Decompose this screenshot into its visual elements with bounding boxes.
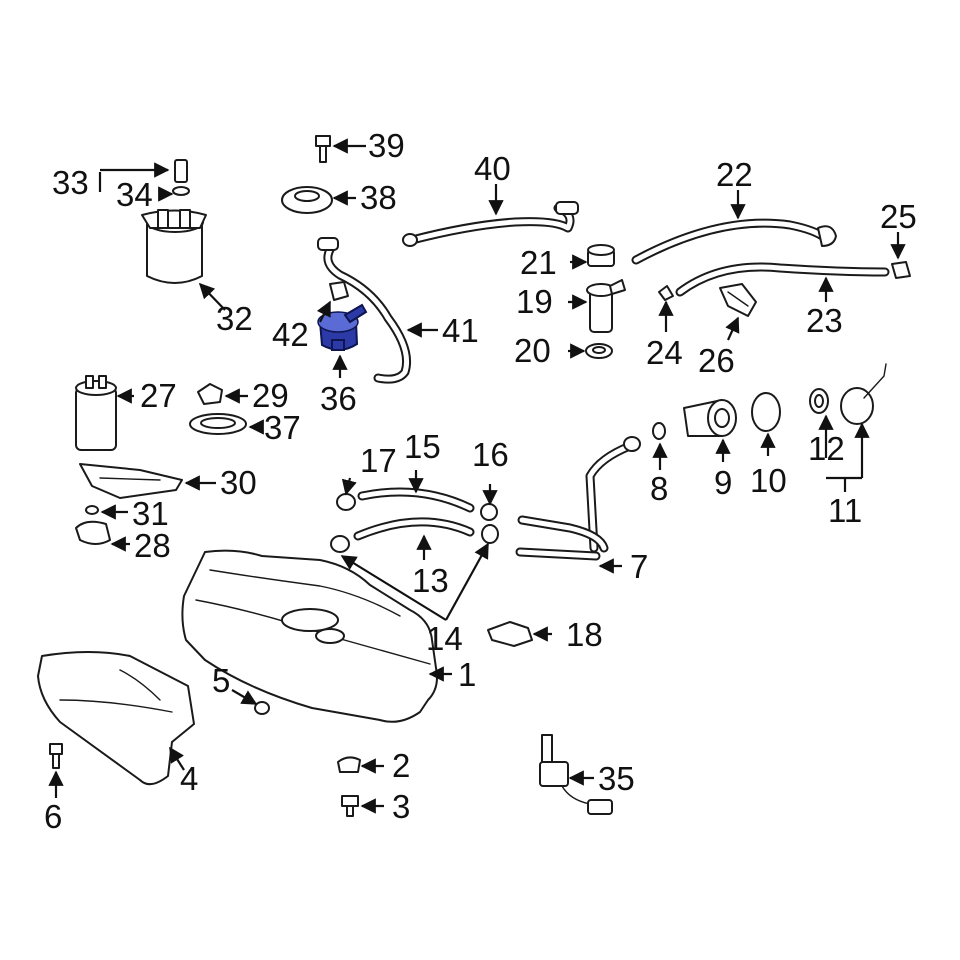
clip-25-part [891, 261, 911, 279]
callout-12: 12 [808, 430, 845, 467]
callout-34: 34 [116, 176, 153, 213]
callout-28: 28 [134, 527, 171, 564]
callout-9: 9 [714, 464, 732, 501]
callout-19: 19 [516, 283, 553, 320]
callout-24: 24 [646, 334, 683, 371]
callout-18: 18 [566, 616, 603, 653]
callout-37: 37 [264, 409, 301, 446]
callout-41: 41 [442, 312, 479, 349]
hose-15-part [357, 487, 475, 513]
hose-23-part [675, 262, 890, 297]
callout-5: 5 [212, 662, 230, 699]
bolt-3-part [341, 795, 359, 817]
callout-14: 14 [426, 620, 463, 657]
bracket-18-part [487, 621, 533, 647]
callout-32: 32 [216, 300, 253, 337]
bracket-26-part [719, 283, 757, 317]
oring-8-part [652, 422, 666, 440]
callout-25: 25 [880, 198, 917, 235]
callout-1: 1 [458, 656, 476, 693]
bolt-part [315, 135, 331, 163]
callout-36: 36 [320, 380, 357, 417]
leader-lines [48, 138, 906, 814]
callout-15: 15 [404, 428, 441, 465]
part-28 [75, 520, 111, 545]
callout-35: 35 [598, 760, 635, 797]
callout-30: 30 [220, 464, 257, 501]
callout-3: 3 [392, 788, 410, 825]
callout-4: 4 [180, 760, 198, 797]
callout-22: 22 [716, 156, 753, 193]
callout-33: 33 [52, 164, 89, 201]
callout-10: 10 [750, 462, 787, 499]
hose-13-part [353, 517, 475, 541]
valve-19-part [586, 279, 626, 333]
gasket-10-part [751, 392, 781, 432]
seal-12-part [809, 388, 829, 414]
filler-valve-9-part [683, 399, 737, 437]
callout-11: 11 [828, 492, 862, 529]
callout-39: 39 [368, 127, 405, 164]
callout-7: 7 [630, 548, 648, 585]
callout-2: 2 [392, 747, 410, 784]
clamps-part [330, 493, 499, 553]
fuel-tank-1-part [181, 549, 438, 723]
clip-24-part [658, 285, 674, 301]
grommet-5-part [254, 701, 270, 715]
callout-21: 21 [520, 244, 557, 281]
fuel-cap-11-part [840, 363, 887, 425]
fuel-filter-cup-part [141, 159, 207, 284]
callout-17: 17 [360, 442, 397, 479]
vent-hose-41-part [317, 237, 412, 384]
callout-38: 38 [360, 179, 397, 216]
callout-42: 42 [272, 316, 309, 353]
sensor-35-part [539, 734, 613, 815]
clip-42-part [329, 281, 349, 301]
bracket-30-part [79, 463, 183, 499]
callout-6: 6 [44, 798, 62, 835]
part-31 [85, 505, 99, 515]
callout-13: 13 [412, 562, 449, 599]
part-29 [197, 383, 223, 405]
vent-hose-40-part [402, 201, 579, 247]
callout-31: 31 [132, 495, 169, 532]
callout-20: 20 [514, 332, 551, 369]
filler-pipe-7-part [515, 436, 641, 561]
gasket-ring-part [281, 186, 333, 214]
callout-16: 16 [472, 436, 509, 473]
callout-40: 40 [474, 150, 511, 187]
shield-4-part [37, 651, 195, 786]
callout-29: 29 [252, 377, 289, 414]
callout-23: 23 [806, 302, 843, 339]
cushion-2-part [337, 756, 361, 773]
bolt-6-part [49, 743, 63, 769]
fuel-pump-27-part [75, 375, 117, 451]
callout-27: 27 [140, 377, 177, 414]
callout-26: 26 [698, 342, 735, 379]
seal-20-part [585, 343, 613, 359]
ring-37-part [189, 413, 247, 435]
callout-8: 8 [650, 470, 668, 507]
valve-21-part [587, 244, 615, 267]
callout-labels: 33 34 32 39 38 40 22 25 21 19 20 23 24 2… [44, 127, 917, 835]
hose-22-part [631, 218, 837, 265]
